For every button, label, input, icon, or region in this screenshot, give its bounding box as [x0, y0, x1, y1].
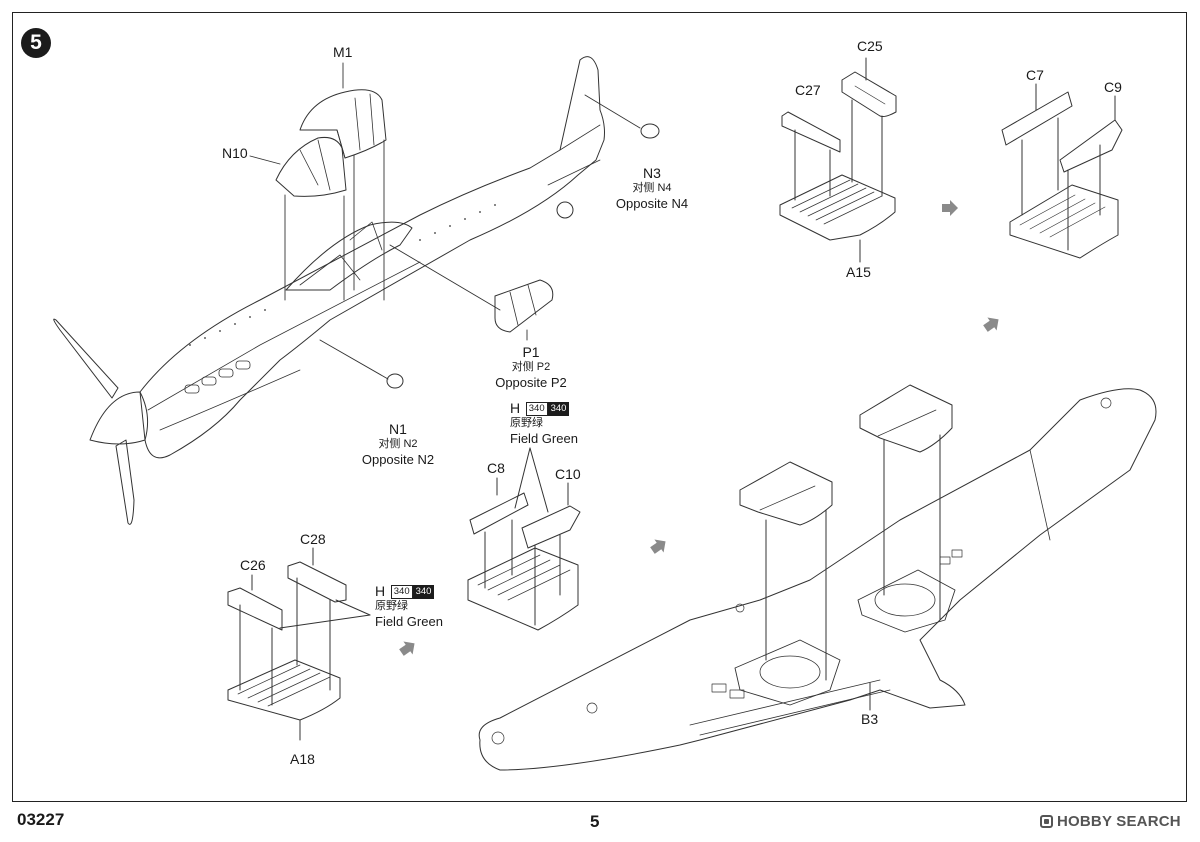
part-label-n3: N3: [643, 165, 661, 181]
opposite-label-en: Opposite P2: [495, 375, 567, 390]
part-n1: [386, 373, 404, 389]
part-c7: [1001, 91, 1073, 146]
paint-color-cn: 原野绿: [510, 417, 543, 430]
part-label-c7: C7: [1026, 67, 1044, 83]
radiator-bay-a18-assembly: [227, 547, 371, 741]
radiator-bay-a15-assembly: [779, 57, 897, 263]
bay-box-right: [859, 384, 953, 453]
wheel-well-right: [857, 569, 956, 633]
leader-lines-fuselage: [249, 62, 641, 380]
hobby-search-logo-icon: [1040, 815, 1053, 828]
part-label-c26: C26: [240, 557, 266, 573]
opposite-label-cn: 对侧 N4: [632, 182, 672, 194]
part-label-b3: B3: [861, 711, 879, 727]
opposite-label-en: Opposite N4: [615, 196, 689, 211]
part-c26: [227, 587, 283, 631]
propeller-spinner: [89, 391, 149, 445]
part-label-c28: C28: [300, 531, 326, 547]
arrow-icon: [399, 641, 415, 656]
watermark: HOBBY SEARCH: [1040, 813, 1181, 830]
paint-code-box: 340: [390, 584, 413, 599]
arrow-icon: [983, 317, 999, 332]
part-c25: [841, 71, 897, 117]
part-label-c10: C10: [555, 466, 581, 482]
radiator-bay-c8-c10-assembly: [467, 447, 581, 631]
bay-box-left: [739, 461, 833, 526]
part-callout-n3: N3 对侧 N4 Opposite N4: [612, 165, 692, 212]
cockpit-opening: [285, 221, 413, 291]
panel-p1-part: [494, 279, 554, 333]
part-callout-n1: N1 对侧 N2 Opposite N2: [357, 421, 439, 468]
paint-color-cn: 原野绿: [375, 600, 408, 613]
part-c9: [1059, 119, 1123, 173]
part-label-p1: P1: [522, 344, 540, 360]
propeller-blade-lower: [115, 439, 135, 525]
step-number-badge: 5: [21, 28, 51, 58]
part-label-n1: N1: [389, 421, 407, 437]
windscreen-n10-part: [275, 137, 347, 197]
opposite-label-cn: 对侧 P2: [511, 361, 551, 373]
paint-letter: H: [375, 583, 386, 600]
part-label-c25: C25: [857, 38, 883, 54]
part-label-a18: A18: [290, 751, 315, 767]
part-c28: [287, 561, 347, 603]
part-c8: [469, 492, 529, 535]
watermark-text: HOBBY SEARCH: [1057, 813, 1181, 830]
exhaust-stacks: [184, 360, 251, 394]
tail-wheel: [556, 201, 574, 219]
rivet-dots: [189, 204, 496, 346]
paint-code-box: 340: [525, 401, 548, 416]
sequence-arrows: [399, 200, 999, 656]
wheel-well-left: [734, 639, 841, 706]
paint-color-en: Field Green: [510, 431, 578, 447]
arrow-icon: [650, 539, 666, 554]
part-label-m1: M1: [333, 44, 353, 60]
product-code: 03227: [17, 810, 65, 829]
part-c10: [521, 505, 581, 549]
part-label-c27: C27: [795, 82, 821, 98]
arrow-icon: [942, 200, 958, 216]
part-n3: [640, 123, 660, 139]
part-label-n10: N10: [222, 145, 248, 161]
part-callout-p1: P1 对侧 P2 Opposite P2: [490, 344, 572, 391]
paint-code-box-dark: 340: [412, 584, 435, 599]
part-label-c8: C8: [487, 460, 505, 476]
page-frame: [12, 12, 1187, 802]
wing-outline: [478, 388, 1157, 771]
propeller-blade-upper: [53, 318, 119, 399]
paint-code-box-dark: 340: [547, 401, 570, 416]
part-c27: [781, 111, 841, 153]
radiator-bay-c7-c9-assembly: [1001, 83, 1123, 259]
canopy-m1-part: [299, 89, 387, 159]
wing-b3-assembly: [478, 384, 1157, 771]
part-label-c9: C9: [1104, 79, 1122, 95]
aircraft-fuselage-drawing: [53, 56, 605, 525]
paint-letter: H: [510, 400, 521, 417]
paint-color-en: Field Green: [375, 614, 443, 630]
opposite-label-en: Opposite N2: [361, 452, 435, 467]
opposite-label-cn: 对侧 N2: [378, 438, 418, 450]
part-label-a15: A15: [846, 264, 871, 280]
page-number: 5: [590, 812, 600, 831]
fuselage-outline: [139, 56, 605, 459]
